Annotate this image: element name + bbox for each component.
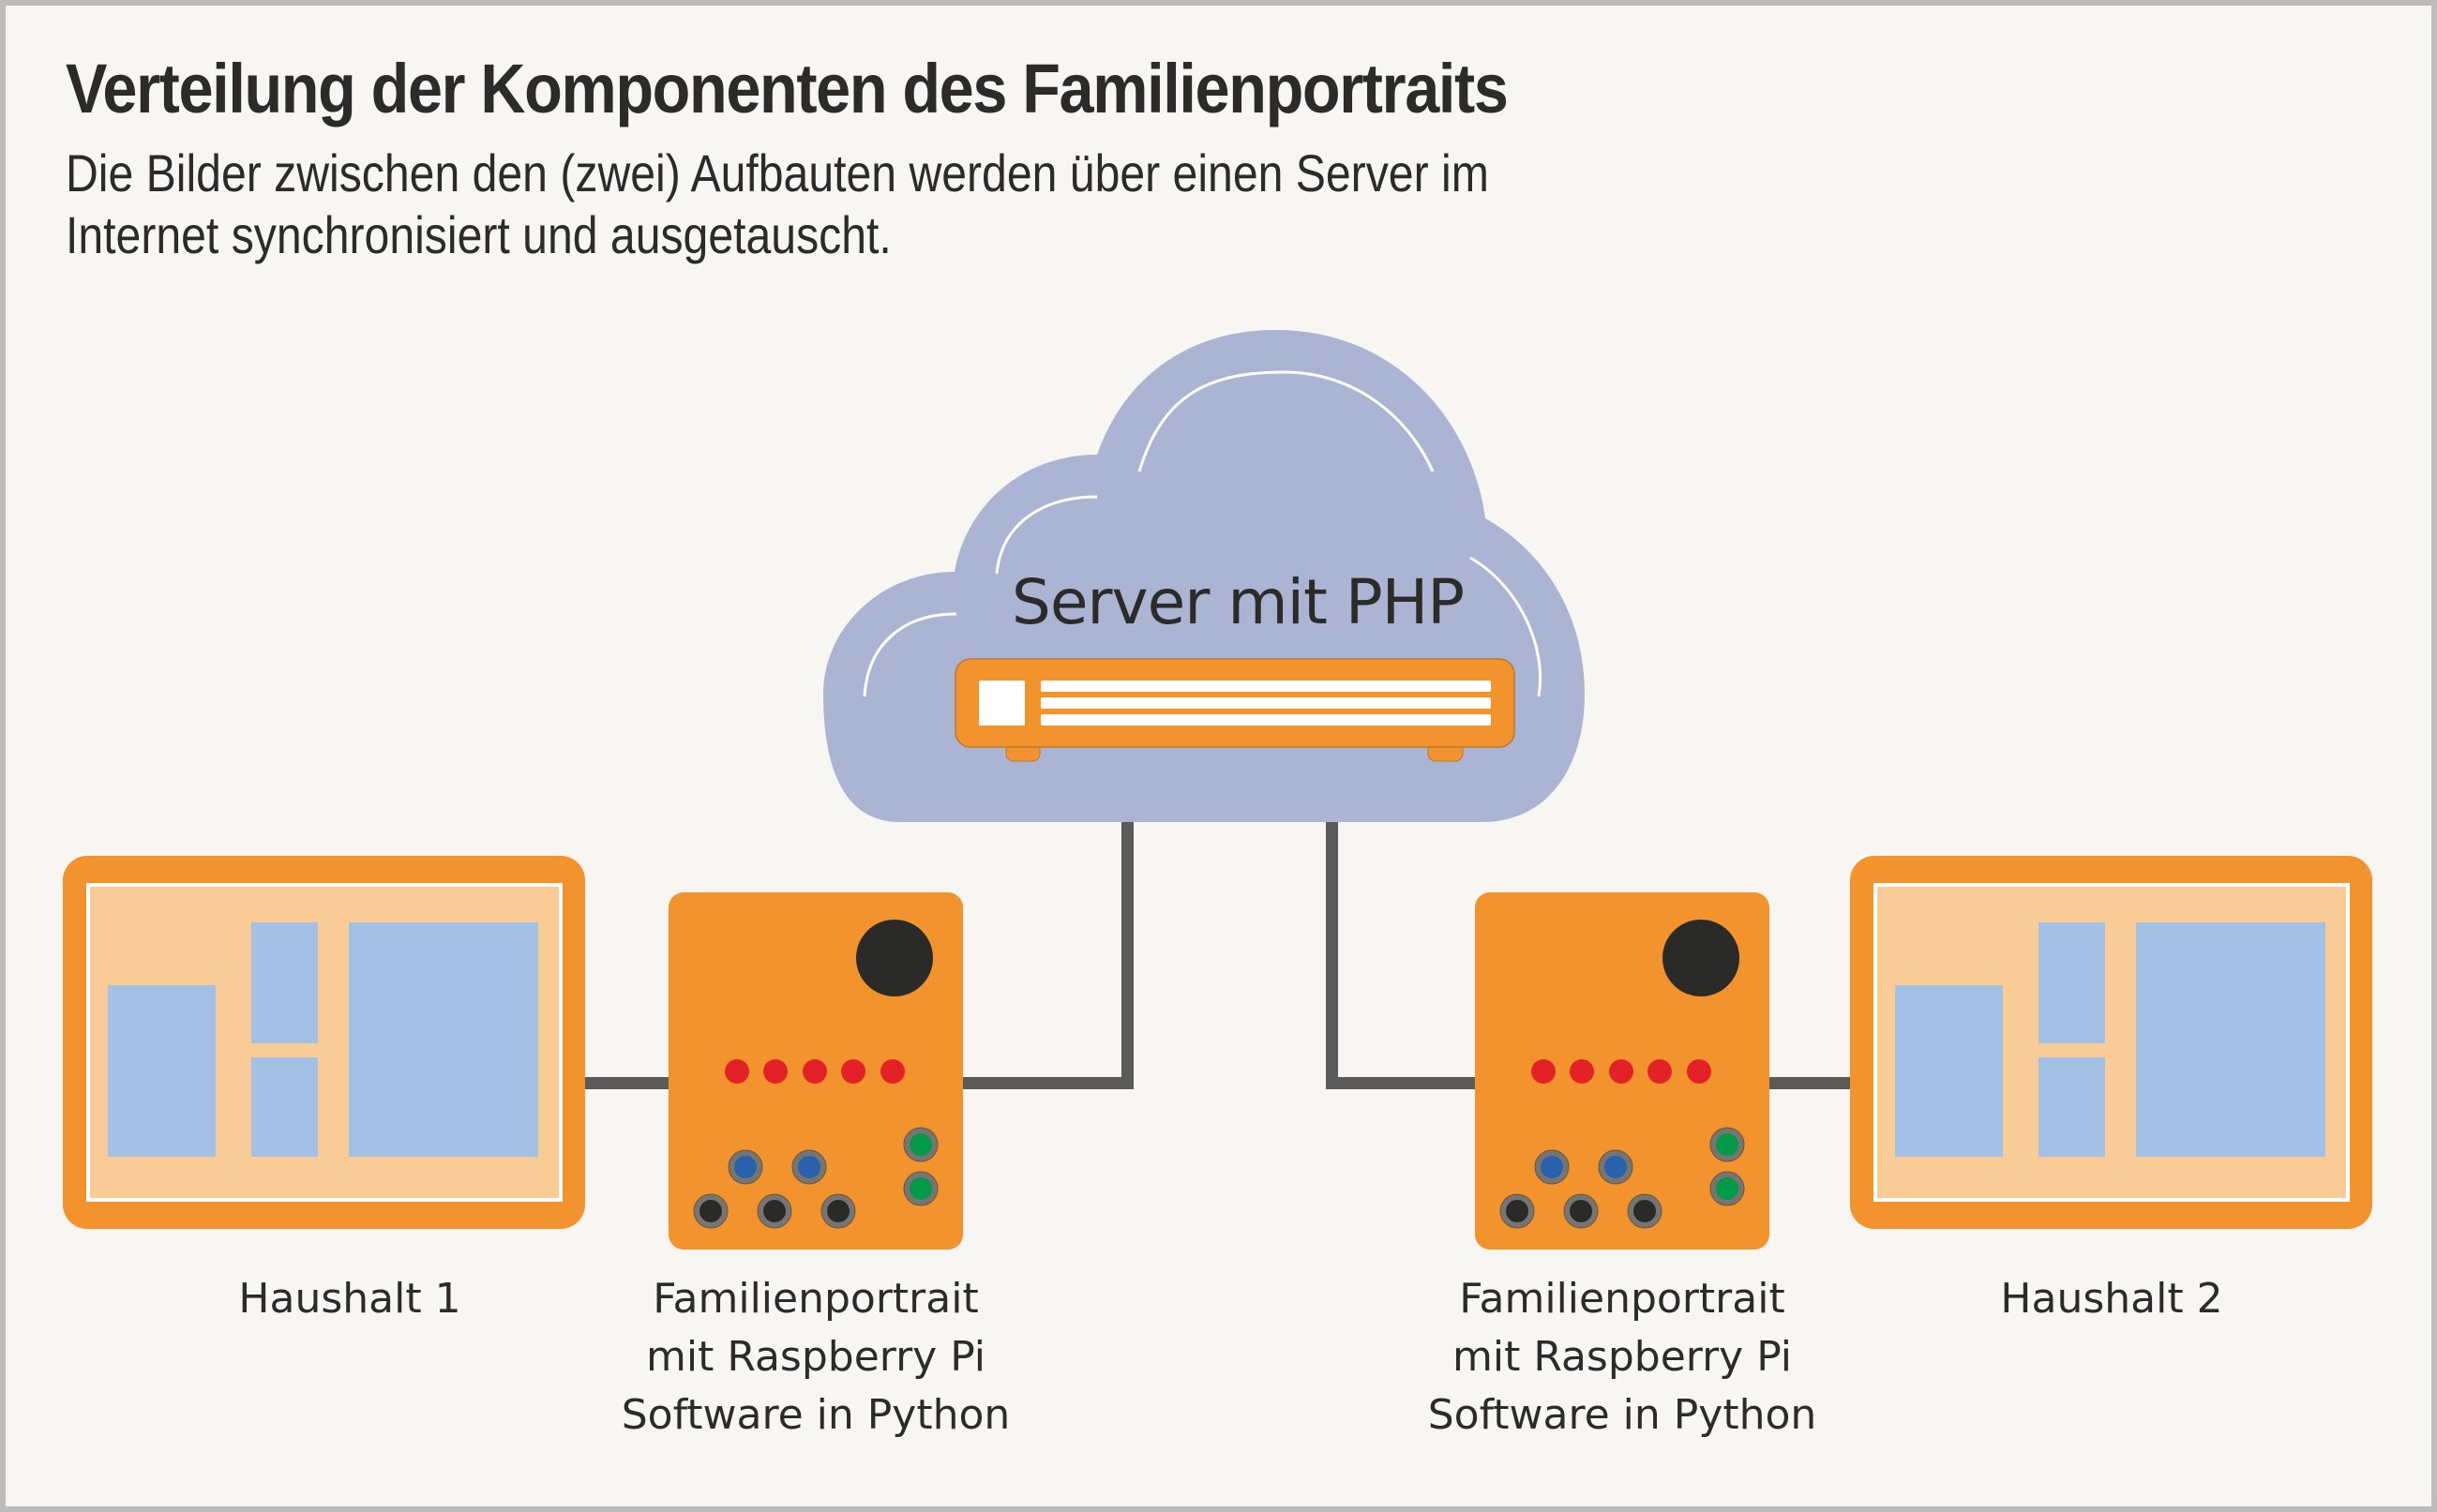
line-device2-monitor2 — [1768, 1077, 1854, 1089]
label-device-1-line-2: mit Raspberry Pi — [646, 1333, 985, 1381]
label-haushalt-1: Haushalt 1 — [238, 1275, 460, 1323]
page-subtitle: Die Bilder zwischen den (zwei) Aufbauten… — [66, 142, 1489, 266]
cloud-highlight — [1137, 370, 1435, 472]
connection-lines — [581, 816, 1854, 1089]
line-device1-server-h — [961, 1077, 1134, 1089]
server-box-icon — [955, 658, 1515, 762]
line-monitor1-device1 — [581, 1077, 670, 1089]
cloud-highlight — [995, 495, 1098, 575]
label-device-1-line-1: Familienportrait — [653, 1275, 978, 1323]
line-device2-server-v — [1326, 816, 1338, 1089]
label-device-2-line-1: Familienportrait — [1459, 1275, 1784, 1323]
jack-ports — [1499, 1127, 1745, 1229]
led-row — [1531, 1059, 1711, 1084]
label-device-2-line-2: mit Raspberry Pi — [1452, 1333, 1792, 1381]
monitor-icon — [63, 856, 585, 1229]
raspberry-pi-device-2 — [1475, 892, 1769, 1250]
raspberry-pi-device-1 — [669, 892, 963, 1250]
label-haushalt-2: Haushalt 2 — [2000, 1275, 2222, 1323]
server-label: Server mit PHP — [1012, 566, 1464, 638]
subtitle-line-1: Die Bilder zwischen den (zwei) Aufbauten… — [66, 143, 1489, 202]
led-row — [725, 1059, 905, 1084]
label-device-1-line-3: Software in Python — [622, 1391, 1011, 1439]
monitor-haushalt-2 — [1850, 856, 2372, 1229]
camera-lens-icon — [856, 920, 933, 996]
monitor-haushalt-1 — [63, 856, 585, 1229]
label-device-2-line-3: Software in Python — [1428, 1391, 1817, 1439]
cloud-highlight — [1469, 556, 1542, 697]
cloud-server-icon: Server mit PHP — [823, 330, 1585, 822]
monitor-icon — [1850, 856, 2372, 1229]
line-device1-server-v — [1121, 816, 1134, 1089]
jack-ports — [693, 1127, 939, 1229]
cloud-highlight — [863, 612, 957, 697]
subtitle-line-2: Internet synchronisiert und ausgetauscht… — [66, 205, 892, 264]
camera-lens-icon — [1662, 920, 1739, 996]
page-title: Verteilung der Komponenten des Familienp… — [66, 50, 1509, 127]
line-device2-server-h — [1326, 1077, 1478, 1089]
